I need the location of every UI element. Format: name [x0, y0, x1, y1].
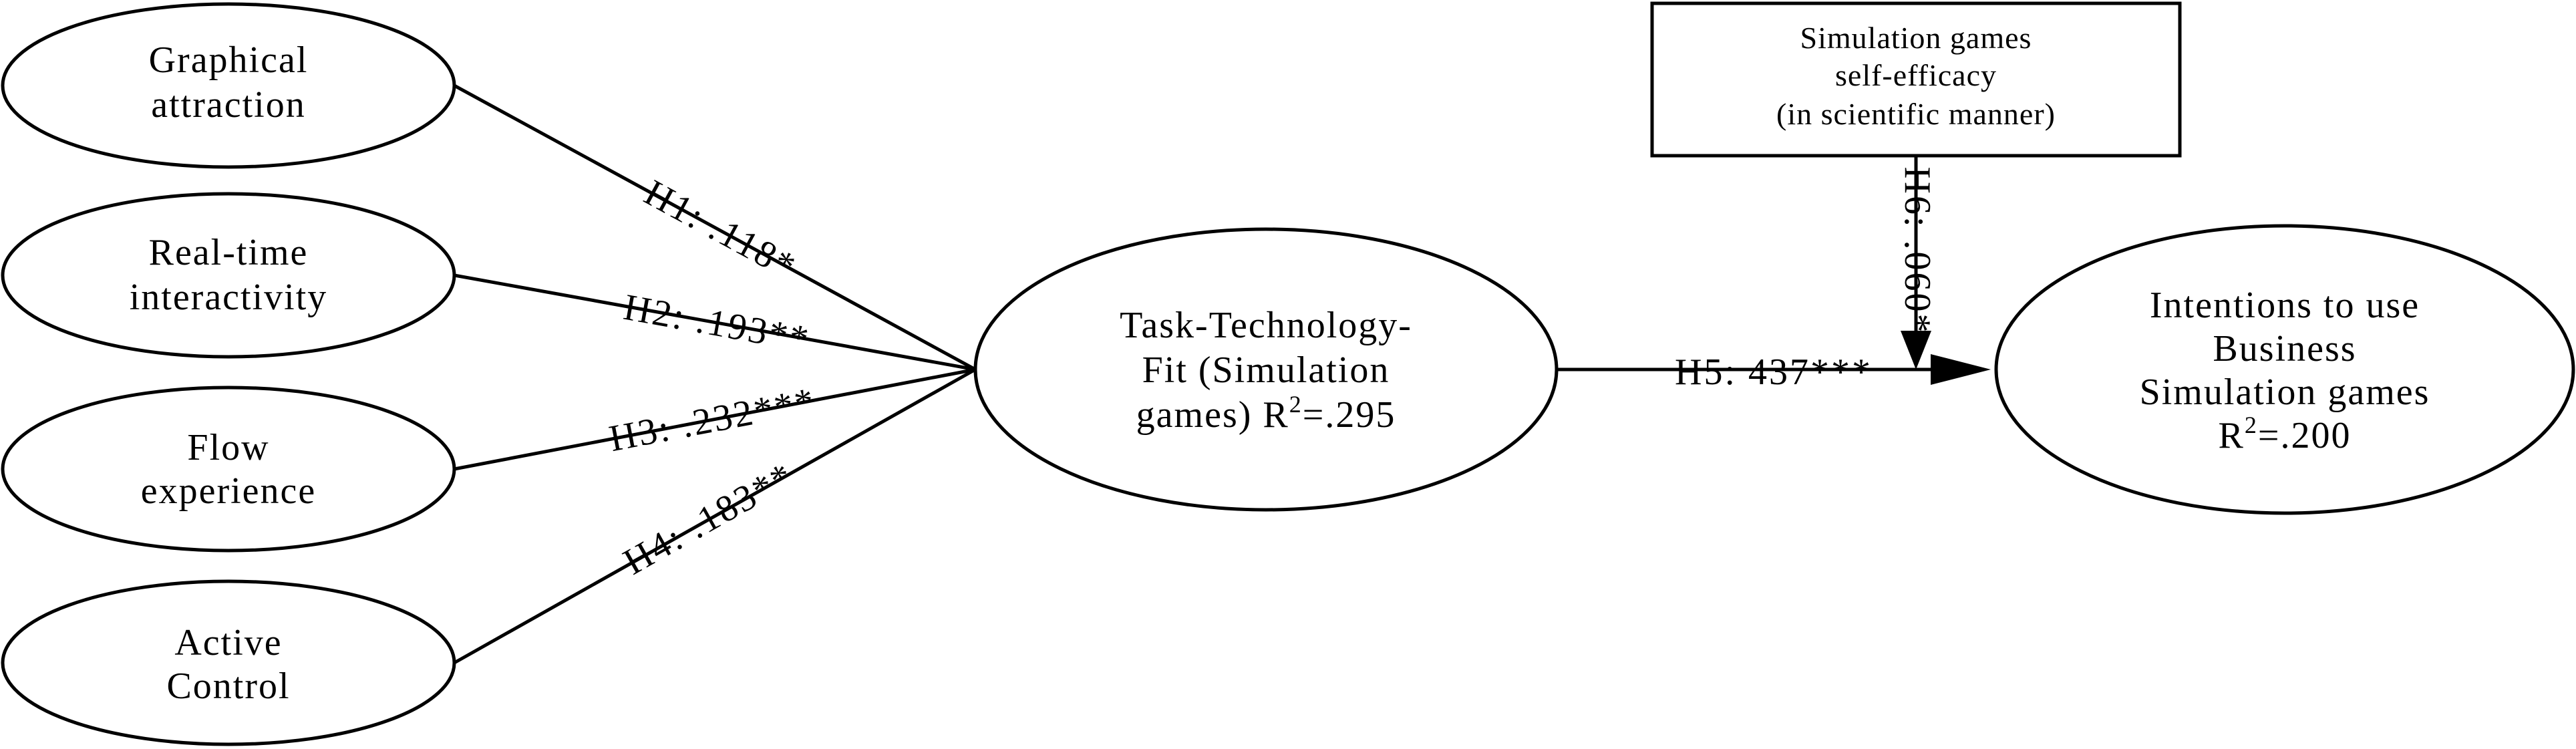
node-realtime-line1: Real-time	[149, 232, 309, 273]
edge-h6-label: H6: .060*	[1897, 167, 1938, 335]
edge-h2-line	[454, 273, 976, 371]
node-active-line2: Control	[166, 665, 290, 707]
node-ttf-line1: Task-Technology-	[1120, 305, 1412, 346]
node-intentions-line3: Simulation games	[2140, 371, 2430, 413]
node-intentions-line2: Business	[2213, 328, 2356, 369]
node-active-control: Active Control	[1, 579, 456, 746]
node-intentions-line4: R2=.200	[2219, 412, 2352, 456]
node-graphical-attraction: Graphical attraction	[1, 2, 456, 169]
node-ttf-line2: Fit (Simulation	[1142, 349, 1390, 391]
node-task-technology-fit: Task-Technology- Fit (Simulation games) …	[973, 227, 1559, 512]
node-flow-line2: experience	[141, 470, 316, 512]
node-graphical-line2: attraction	[151, 84, 305, 126]
edge-h2-label: H2: .193**	[621, 287, 814, 361]
node-intentions-line1: Intentions to use	[2150, 285, 2420, 326]
edge-h1-line	[453, 84, 977, 371]
node-flow-line1: Flow	[187, 427, 269, 468]
node-selfefficacy-line2: self-efficacy	[1835, 58, 1997, 92]
node-selfefficacy-line3: (in scientific manner)	[1776, 97, 2056, 131]
node-realtime-interactivity: Real-time interactivity	[1, 192, 456, 359]
node-graphical-line1: Graphical	[149, 39, 309, 81]
edge-h5-label: H5: 437***	[1675, 351, 1873, 393]
node-selfefficacy-line1: Simulation games	[1800, 21, 2032, 55]
node-flow-experience: Flow experience	[1, 386, 456, 553]
node-simulation-games-self-efficacy: Simulation games self-efficacy (in scien…	[1650, 1, 2182, 158]
edge-h4-label: H4: .183**	[617, 454, 801, 583]
node-intentions-to-use: Intentions to use Business Simulation ga…	[1994, 224, 2575, 515]
edge-h1-label: H1: .118*	[638, 172, 804, 288]
node-realtime-line2: interactivity	[130, 277, 328, 318]
edge-h3-line	[454, 367, 976, 471]
node-active-line1: Active	[174, 622, 282, 663]
edge-h3-label: H3: .232***	[606, 380, 819, 460]
node-ttf-line3: games) R2=.295	[1136, 391, 1396, 436]
edge-h5-arrowhead	[1931, 354, 1991, 385]
edge-h6-arrowhead	[1901, 331, 1931, 369]
edge-h4-line	[453, 367, 977, 665]
